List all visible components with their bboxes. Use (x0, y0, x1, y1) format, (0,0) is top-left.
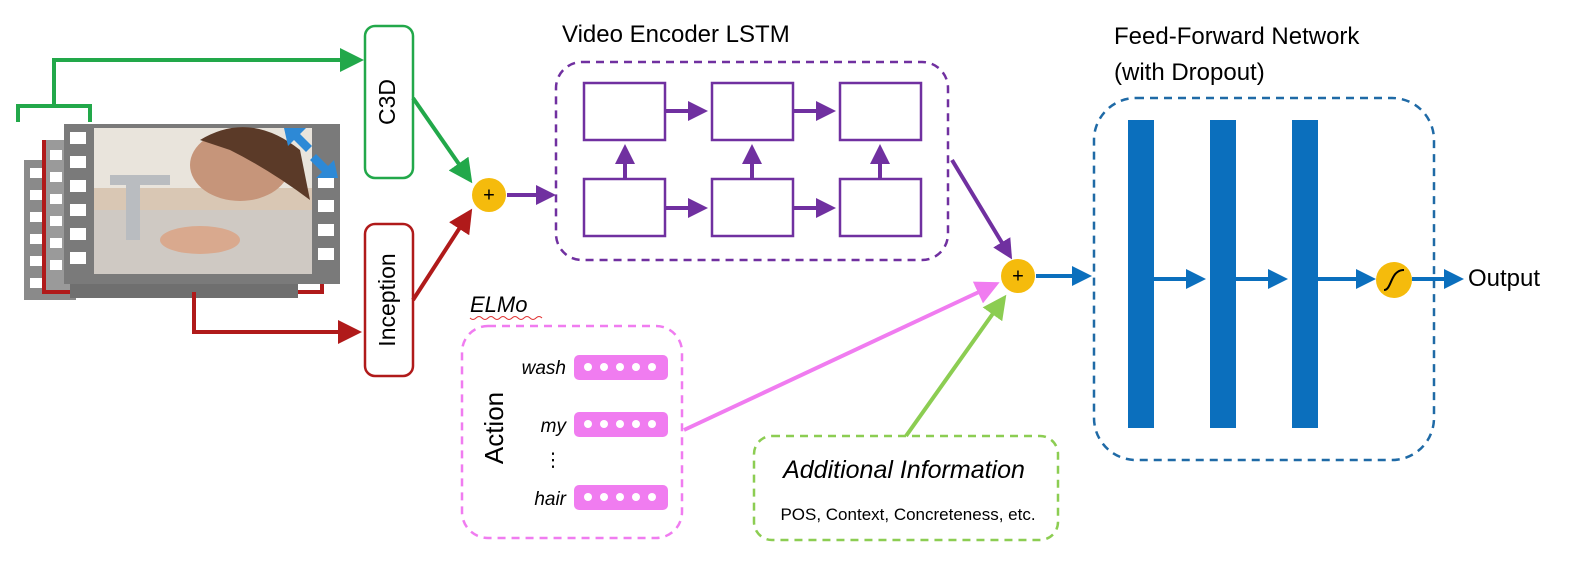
lstm-cell-top-1 (582, 81, 667, 142)
additional-info-subtitle: POS, Context, Concreteness, etc. (780, 505, 1035, 524)
c3d-label: C3D (374, 79, 400, 125)
additional-info-box (752, 434, 1060, 542)
lstm-to-sum-arrow (950, 158, 1013, 260)
embedding-my (574, 412, 668, 437)
lstm-cell-top-3 (838, 81, 923, 142)
lstm-cell-bottom-3 (838, 177, 923, 238)
ffn-layer-3 (1292, 120, 1318, 428)
word-my: my (541, 416, 568, 437)
c3d-to-sum-arrow (411, 96, 473, 184)
elmo-label: ELMo (470, 292, 527, 317)
ffn-layer-1 (1128, 120, 1154, 428)
lstm-cell-bottom-1 (582, 177, 667, 238)
film-strip-icon (16, 104, 340, 300)
lstm-container (554, 60, 950, 262)
frames-to-inception-arrow (192, 292, 362, 344)
word-list: wash my ⋮ hair (522, 358, 568, 510)
lstm-connections (615, 101, 890, 218)
embedding-hair (574, 485, 668, 510)
lstm-cell-top-2 (710, 81, 795, 142)
word-ellipsis: ⋮ (544, 450, 563, 471)
concat-node-2: + (1001, 259, 1035, 293)
lstm-title: Video Encoder LSTM (562, 21, 790, 48)
word-hair: hair (534, 489, 566, 510)
sigmoid-icon (1376, 262, 1412, 298)
plus-icon: + (1012, 265, 1024, 287)
embedding-wash (574, 355, 668, 380)
ffn-layer-2 (1210, 120, 1236, 428)
lstm-cells (582, 81, 923, 238)
c3d-box (363, 24, 415, 180)
inception-label: Inception (374, 253, 400, 346)
additional-info-title: Additional Information (781, 456, 1025, 484)
spellcheck-underline (469, 316, 543, 320)
word-wash: wash (522, 358, 566, 379)
action-label: Action (479, 392, 509, 464)
frames-to-c3d-arrow (52, 48, 364, 106)
additional-info-to-sum-arrow (904, 294, 1007, 438)
ffn-title-line2: (with Dropout) (1114, 59, 1265, 86)
ffn-layers (1128, 120, 1318, 428)
inception-to-sum-arrow (411, 208, 473, 302)
output-label: Output (1468, 265, 1540, 292)
concat-node-1: + (472, 178, 506, 212)
plus-icon: + (483, 184, 495, 206)
ffn-title-line1: Feed-Forward Network (1114, 23, 1360, 50)
elmo-to-sum-arrow (683, 281, 1000, 432)
embedding-vectors (574, 355, 668, 510)
elmo-container (460, 324, 684, 540)
ffn-container (1092, 96, 1436, 462)
lstm-cell-bottom-2 (710, 177, 795, 238)
